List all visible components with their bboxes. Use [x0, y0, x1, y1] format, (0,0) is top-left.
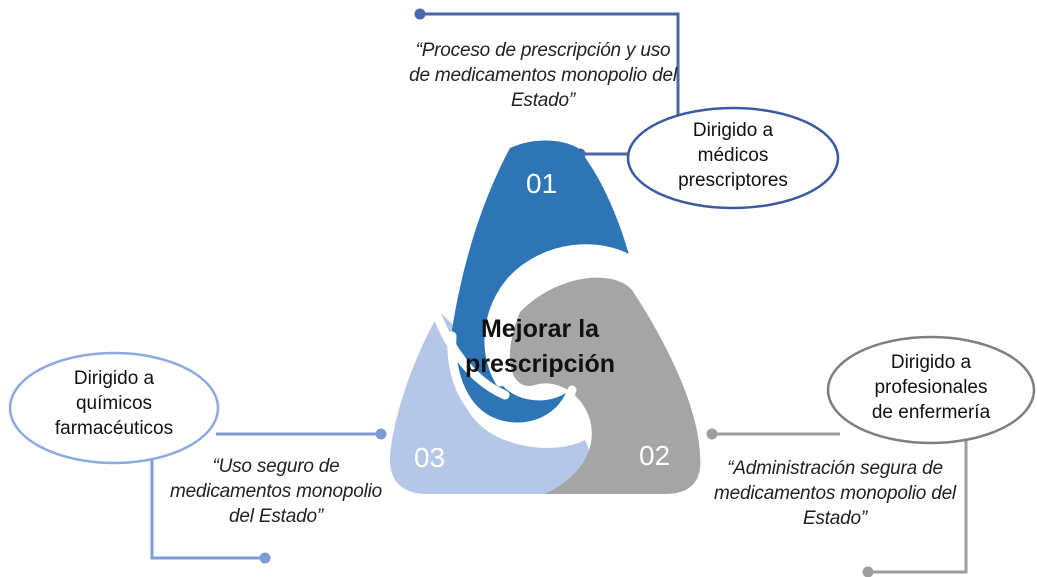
segment-02-number: 02	[639, 440, 671, 471]
audience-ellipse-01	[626, 106, 840, 210]
center-title-line-2: prescripción	[464, 350, 616, 378]
quote-03-line-1: “Uso seguro de	[212, 456, 340, 477]
quote-02: “Administración segura de medicamentos m…	[700, 456, 970, 531]
connector-02	[706, 428, 968, 577]
center-title-line-1: Mejorar la	[480, 315, 600, 343]
quote-01-line-1: “Proceso de prescripción y uso	[415, 40, 671, 61]
swirl-gap-2	[447, 331, 577, 432]
audience-03-line-3: farmacéuticos	[54, 418, 174, 440]
audience-ellipse-03	[8, 351, 220, 465]
quote-01-line-2: de medicamentos monopolio del	[409, 65, 677, 87]
quote-02-line-3: Estado”	[802, 508, 868, 530]
segment-01-number: 01	[526, 168, 558, 199]
segment-03-number: 03	[414, 442, 446, 473]
audience-label-01: Dirigido a médicos prescriptores	[648, 118, 818, 193]
audience-02-line-1: Dirigido a	[890, 352, 972, 373]
audience-label-02: Dirigido a profesionales de enfermería	[846, 350, 1016, 425]
audience-03-line-2: químicos	[75, 393, 153, 415]
swirl-gap-1	[484, 244, 639, 387]
audience-02-line-3: de enfermería	[871, 402, 991, 424]
audience-02-line-2: profesionales	[874, 377, 988, 399]
audience-01-line-1: Dirigido a	[692, 120, 774, 141]
audience-01-line-3: prescriptores	[678, 170, 788, 192]
quote-03-line-2: medicamentos monopolio	[169, 481, 383, 503]
quote-03-line-3: del Estado”	[229, 506, 323, 528]
swirl-gap-3	[431, 307, 510, 400]
quote-03: “Uso seguro de medicamentos monopolio de…	[160, 454, 392, 529]
center-title: Mejorar la prescripción	[460, 312, 620, 382]
segment-02	[509, 277, 701, 494]
audience-ellipse-02	[826, 335, 1036, 445]
audience-01-line-2: médicos	[697, 145, 769, 167]
quote-02-line-2: medicamentos monopolio del	[714, 483, 956, 505]
quote-01: “Proceso de prescripción y uso de medica…	[398, 38, 688, 113]
connector-03	[150, 428, 387, 564]
segment-01	[451, 140, 630, 425]
audience-03-line-1: Dirigido a	[73, 368, 155, 389]
audience-label-03: Dirigido a químicos farmacéuticos	[29, 366, 199, 441]
quote-02-line-1: “Administración segura de	[727, 458, 943, 479]
quote-01-line-3: Estado”	[510, 90, 576, 112]
segment-03	[389, 312, 591, 494]
